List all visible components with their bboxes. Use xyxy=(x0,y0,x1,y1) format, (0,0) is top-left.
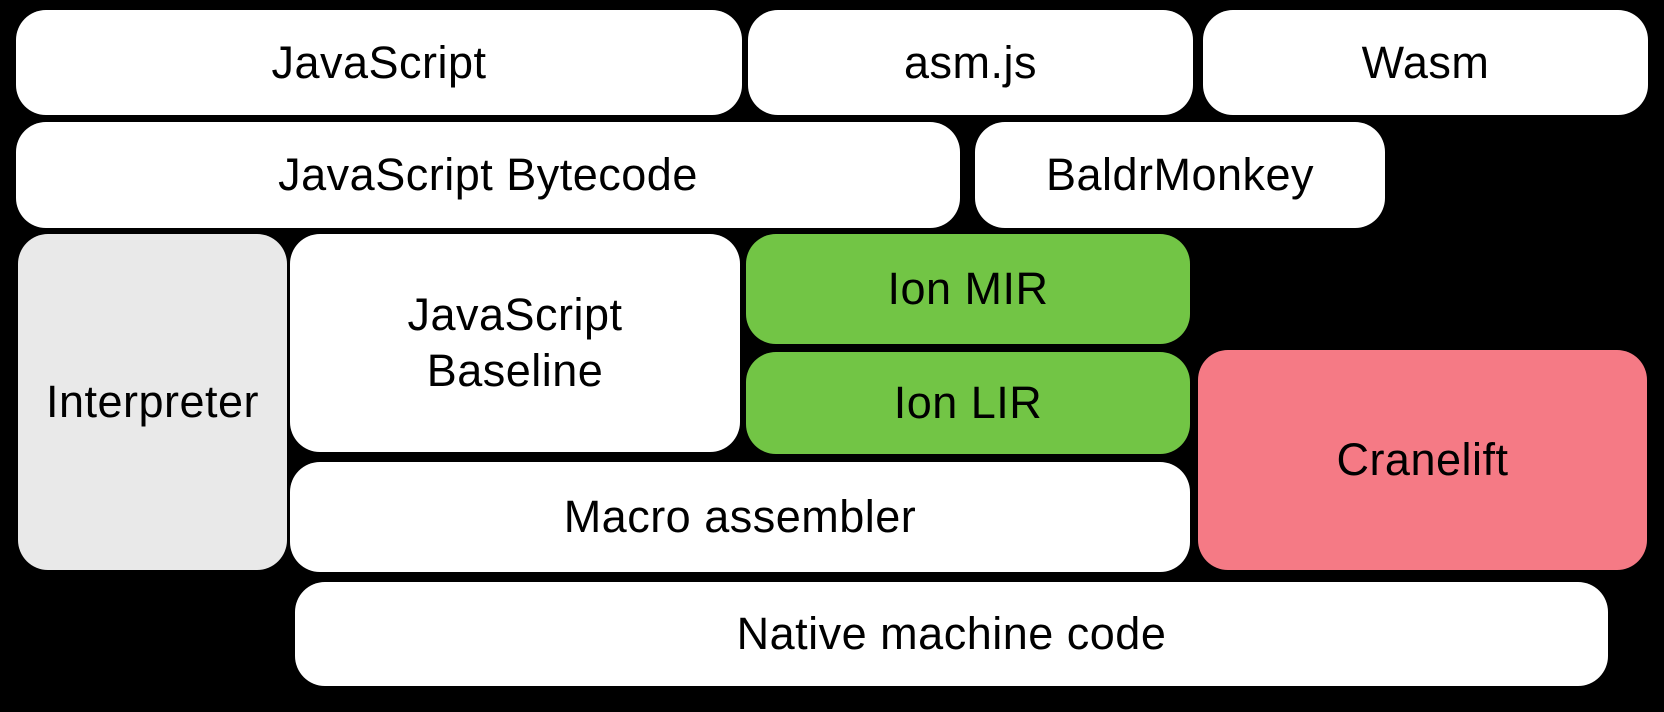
box-javascript-baseline: JavaScript Baseline xyxy=(290,234,740,452)
box-native-machine-code: Native machine code xyxy=(295,582,1608,686)
box-javascript-label: JavaScript xyxy=(271,36,487,88)
box-interpreter-label: Interpreter xyxy=(45,376,260,428)
box-interpreter: Interpreter xyxy=(18,234,287,570)
box-macro-assembler: Macro assembler xyxy=(290,462,1190,572)
box-javascript: JavaScript xyxy=(16,10,742,115)
box-javascript-baseline-label: JavaScript Baseline xyxy=(407,289,623,396)
box-javascript-bytecode: JavaScript Bytecode xyxy=(16,122,960,228)
box-ion-lir: Ion LIR xyxy=(746,352,1190,454)
box-macro-assembler-label: Macro assembler xyxy=(563,491,917,543)
box-baldrmonkey: BaldrMonkey xyxy=(975,122,1385,228)
box-cranelift: Cranelift xyxy=(1198,350,1647,570)
box-ion-mir: Ion MIR xyxy=(746,234,1190,344)
box-native-machine-code-label: Native machine code xyxy=(736,608,1167,660)
box-ion-lir-label: Ion LIR xyxy=(893,377,1043,429)
box-ion-mir-label: Ion MIR xyxy=(887,263,1049,315)
box-javascript-bytecode-label: JavaScript Bytecode xyxy=(278,149,698,201)
box-asmjs: asm.js xyxy=(748,10,1193,115)
box-wasm: Wasm xyxy=(1203,10,1648,115)
box-asmjs-label: asm.js xyxy=(903,36,1037,88)
box-baldrmonkey-label: BaldrMonkey xyxy=(1045,149,1315,201)
box-cranelift-label: Cranelift xyxy=(1336,434,1509,486)
box-wasm-label: Wasm xyxy=(1361,36,1490,88)
